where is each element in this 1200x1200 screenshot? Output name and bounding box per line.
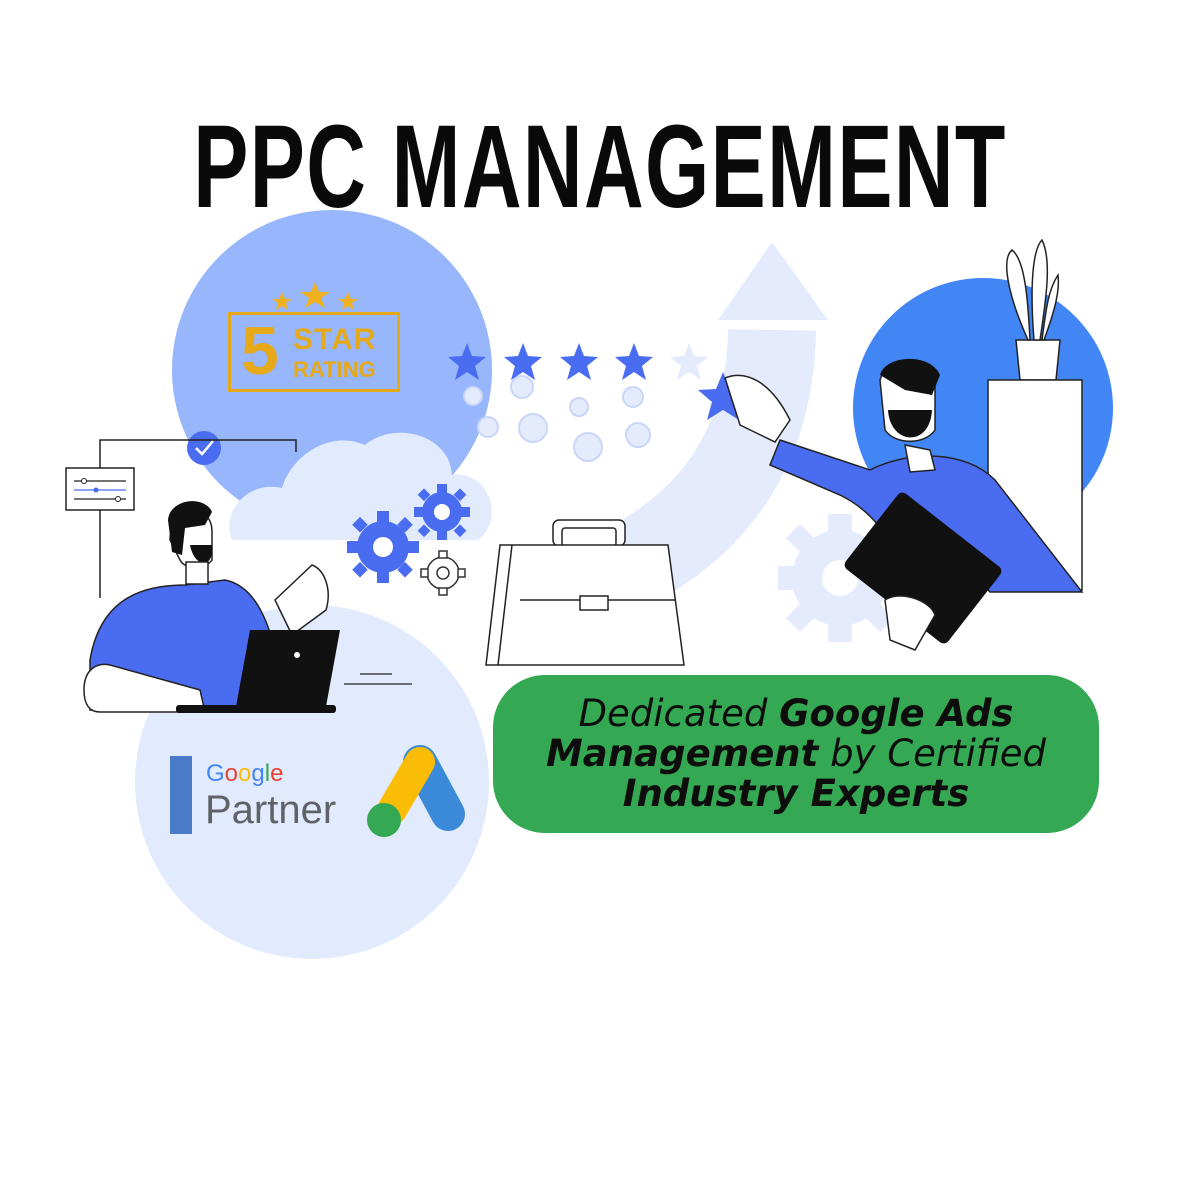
google-letter: o bbox=[224, 760, 239, 787]
star-icon bbox=[300, 282, 330, 308]
rating-number: 5 bbox=[241, 313, 279, 389]
gear-icon bbox=[420, 550, 466, 596]
man-placing-star bbox=[724, 238, 1084, 651]
tagline-bold2: Industry Experts bbox=[622, 772, 970, 815]
google-letter: o bbox=[238, 760, 252, 787]
briefcase-icon bbox=[485, 519, 685, 666]
star-icon bbox=[338, 292, 358, 310]
rating-stars bbox=[448, 343, 748, 420]
tagline-part2: by Certified bbox=[818, 732, 1046, 775]
google-ads-logo bbox=[367, 745, 465, 837]
google-letter: g bbox=[251, 760, 265, 787]
google-letter: G bbox=[206, 760, 225, 787]
google-letter: l bbox=[264, 760, 271, 787]
check-icon bbox=[187, 431, 221, 465]
google-letter: e bbox=[270, 760, 284, 787]
coin-icon bbox=[463, 375, 651, 462]
star-icon bbox=[670, 343, 708, 380]
tagline-text: Dedicated Google Ads Management by Certi… bbox=[493, 694, 1099, 814]
page-title: PPC MANAGEMENT bbox=[193, 101, 1007, 233]
partner-label: Partner bbox=[205, 788, 337, 832]
tagline-bold1: Google Ads Management bbox=[545, 692, 1014, 775]
badge-stars bbox=[272, 282, 358, 310]
gear-icon bbox=[414, 484, 470, 540]
tagline-part1: Dedicated bbox=[578, 692, 780, 735]
settings-panel-icon bbox=[65, 467, 135, 511]
star-icon bbox=[615, 343, 653, 380]
five-star-rating-badge: 5 STAR RATING bbox=[228, 312, 400, 392]
star-icon bbox=[448, 343, 486, 380]
gear-icon bbox=[347, 511, 419, 583]
man-with-laptop bbox=[83, 501, 412, 713]
star-icon bbox=[560, 343, 598, 380]
tagline-pill bbox=[493, 675, 1099, 833]
partner-bar bbox=[170, 756, 192, 834]
rating-word-rating: RATING bbox=[293, 357, 376, 382]
star-icon bbox=[272, 292, 292, 310]
rating-word-star: STAR bbox=[293, 323, 377, 356]
google-wordmark: Google bbox=[206, 762, 283, 786]
star-icon bbox=[504, 343, 542, 380]
